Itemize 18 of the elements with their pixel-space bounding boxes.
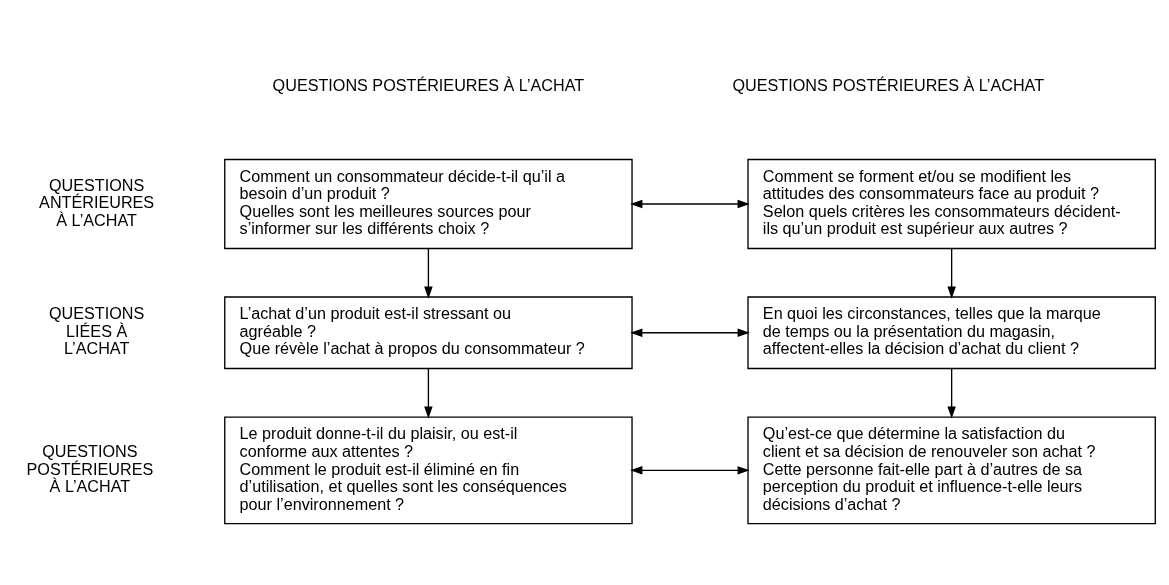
arrow (947, 367, 956, 419)
label: QUESTIONS POSTÉRIEURES À L’ACHAT (732, 75, 1045, 94)
node-box: Comment un consommateur décide-t-il qu’il a besoin d’un produit ? Quelles sont les meilleures sources pour s’informer sur les différents choix ? (224, 158, 633, 249)
arrow (424, 367, 433, 419)
node-box: L’achat d’un produit est-il stressant ou agréable ? Que révèle l’achat à propos du consommateur ? (224, 295, 633, 369)
arrow (630, 328, 750, 337)
node-box: En quoi les circonstances, telles que la marque de temps ou la présentation du magasin, affectent-elles la décision d’achat du client ? (747, 295, 1156, 369)
label: QUESTIONS POSTÉRIEURES À L’ACHAT (272, 75, 585, 94)
arrow (630, 465, 750, 475)
label: QUESTIONS ANTÉRIEURES À L’ACHAT (39, 175, 155, 229)
arrow (630, 199, 750, 208)
arrow (424, 247, 433, 299)
node-box: Qu’est-ce que détermine la satisfaction du client et sa décision de renouveler son achat ? Cette personne fait-elle part à d’autres de sa perception du produit et influence-t-elle leurs décisions d’achat ? (747, 415, 1156, 524)
label: QUESTIONS POSTÉRIEURES À L’ACHAT (26, 441, 154, 495)
node-box: Comment se forment et/ou se modifient les attitudes des consommateurs face au produit ? Selon quels critères les consommateurs décident-ils qu’un produit est supérieur aux autres ? (747, 158, 1156, 249)
node-box: Le produit donne-t-il du plaisir, ou est-il conforme aux attentes ? Comment le produit est-il éliminé en fin d’utilisation, et quelles sont les conséquences pour l’environnement ? (224, 415, 633, 524)
arrow (947, 247, 956, 299)
label: QUESTIONS LIÉES À L’ACHAT (49, 303, 145, 357)
